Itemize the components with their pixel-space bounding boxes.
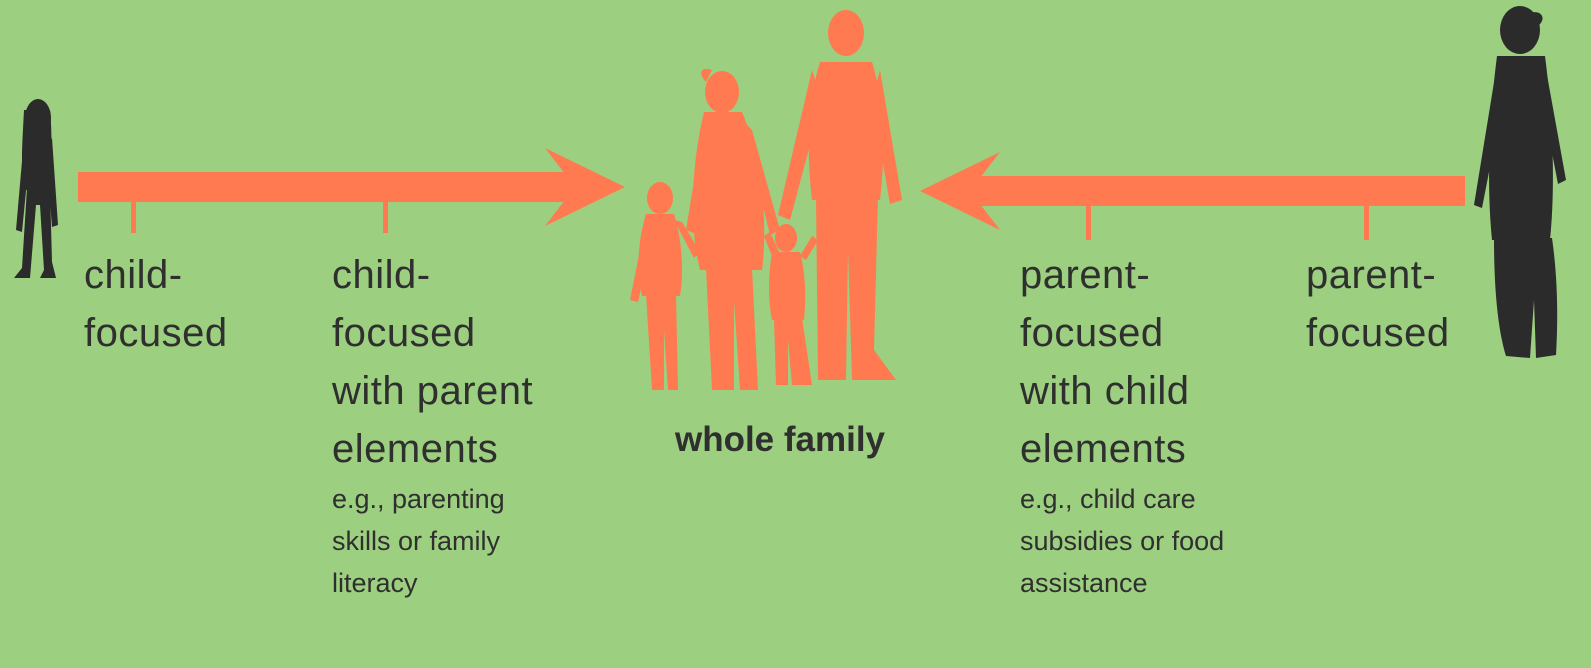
example-line: subsidies or food: [1020, 526, 1225, 556]
child-silhouette-icon: [14, 99, 58, 278]
label-line: parent-: [1306, 253, 1437, 297]
right-arrow-tick-2: [1364, 204, 1369, 240]
example-line: literacy: [332, 568, 418, 598]
left-arrow: [78, 148, 625, 233]
left-child-silhouette: [630, 182, 700, 390]
right-arrow-tick-1: [1086, 204, 1091, 240]
label-parent-focused: parent- focused: [1306, 246, 1450, 362]
label-line: with child: [1020, 369, 1190, 413]
label-parent-focused-with-child: parent- focused with child elements e.g.…: [1020, 246, 1224, 604]
example-line: skills or family: [332, 526, 501, 556]
whole-family-label: whole family: [674, 420, 886, 459]
father-silhouette: [778, 10, 902, 380]
label-line: focused: [84, 311, 228, 355]
right-arrow-head: [920, 152, 1000, 230]
label-line: focused: [332, 311, 476, 355]
example-child-with-parent: e.g., parenting skills or family literac…: [332, 478, 533, 604]
left-arrow-tick-1: [131, 200, 136, 233]
example-line: assistance: [1020, 568, 1148, 598]
label-line: focused: [1020, 311, 1164, 355]
label-line: with parent: [332, 369, 534, 413]
label-child-focused-with-parent: child- focused with parent elements e.g.…: [332, 246, 533, 604]
mother-silhouette: [686, 68, 780, 390]
label-line: focused: [1306, 311, 1450, 355]
left-arrow-shaft: [78, 172, 588, 202]
example-line: e.g., parenting: [332, 484, 505, 514]
right-arrow: [920, 152, 1465, 240]
example-parent-with-child: e.g., child care subsidies or food assis…: [1020, 478, 1224, 604]
right-arrow-shaft: [968, 176, 1465, 206]
left-arrow-tick-2: [383, 200, 388, 233]
example-line: e.g., child care: [1020, 484, 1196, 514]
left-arrow-head: [545, 148, 625, 226]
label-line: child-: [84, 253, 183, 297]
label-line: parent-: [1020, 253, 1151, 297]
label-line: elements: [332, 427, 499, 471]
label-line: elements: [1020, 427, 1187, 471]
family-silhouette-icon: [630, 10, 902, 390]
right-child-silhouette: [764, 224, 818, 385]
label-line: child-: [332, 253, 431, 297]
adult-silhouette-icon: [1474, 6, 1566, 358]
label-child-focused: child- focused: [84, 246, 228, 362]
